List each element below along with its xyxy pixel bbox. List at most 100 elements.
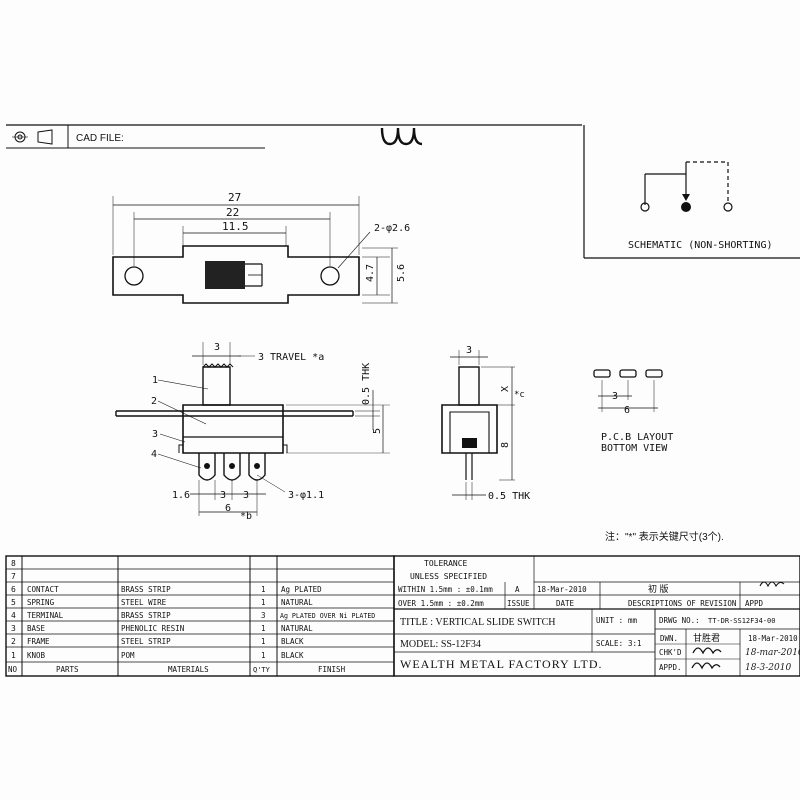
- revision-issue: A: [515, 585, 520, 594]
- scale-label: SCALE:: [596, 639, 623, 648]
- date-label: DATE: [556, 599, 575, 608]
- dim-22: 22: [226, 206, 239, 219]
- callout-4: 4: [151, 449, 157, 460]
- bom-material: STEEL STRIP: [121, 637, 171, 646]
- tolerance-over: OVER 1.5mm : ±0.2mm: [398, 599, 484, 608]
- pcb-dim-3: 3: [612, 391, 618, 402]
- appd-label: APPD: [745, 599, 764, 608]
- bom-finish: BLACK: [281, 637, 304, 646]
- issue-label: ISSUE: [507, 599, 530, 608]
- pcb-layout: 3 6 P.C.B LAYOUT BOTTOM VIEW: [593, 369, 673, 454]
- appd-date: 18-3-2010: [745, 663, 791, 673]
- bom-part: KNOB: [27, 651, 46, 660]
- revision-date: 18-Mar-2010: [537, 585, 587, 594]
- drwg-label: DRWG NO.:: [659, 616, 700, 625]
- dwn-name: 甘胜君: [693, 632, 720, 643]
- chkd-date: 18-mar-2010: [745, 648, 800, 658]
- bom-material: STEEL WIRE: [121, 598, 167, 607]
- bom-no: 5: [11, 598, 16, 607]
- bom-table: 8 7 6 CONTACT BRASS STRIP 1 Ag PLATED 5 …: [5, 555, 395, 677]
- bom-qty: 1: [261, 624, 266, 633]
- key-dimension-note: 注："*" 表示关键尺寸(3个).: [605, 530, 724, 543]
- bom-no: 3: [11, 624, 16, 633]
- dim-pitch-left: 3: [220, 490, 226, 501]
- revision-description: 初 版: [648, 583, 669, 594]
- dim-span-6: 6: [225, 503, 231, 514]
- appd-block-label: APPD.: [659, 663, 682, 672]
- bom-qty: 1: [261, 637, 266, 646]
- bom-part: BASE: [27, 624, 46, 633]
- bom-no: 2: [11, 637, 16, 646]
- bom-no: 1: [11, 651, 16, 660]
- unit-value: mm: [628, 616, 638, 625]
- scale-value: 3:1: [628, 639, 642, 648]
- dim-pitch-right: 3: [243, 490, 249, 501]
- cad-file-label: CAD FILE:: [76, 133, 124, 144]
- logo-stamp: [380, 127, 423, 146]
- dim-5-6: 5.6: [396, 264, 407, 282]
- bom-part: TERMINAL: [27, 611, 64, 620]
- bom-qty: 1: [261, 651, 266, 660]
- bom-qty: 1: [261, 598, 266, 607]
- bom-no: 7: [11, 572, 16, 581]
- side-view: 1 2 3 4 3 3 TRAVEL *a 0.5 THK 5 1.6 3 3 …: [115, 342, 390, 522]
- chkd-signature: [692, 647, 722, 655]
- bom-header-parts: PARTS: [56, 665, 79, 674]
- end-dim-key-c: *c: [514, 390, 525, 400]
- dim-11-5: 11.5: [222, 220, 249, 233]
- dim-4-7: 4.7: [365, 264, 376, 282]
- header: CAD FILE:: [6, 124, 800, 259]
- drwg-number: TT-DR-SS12F34-00: [708, 617, 775, 625]
- bom-no: 4: [11, 611, 16, 620]
- pcb-bottom-view-label: BOTTOM VIEW: [601, 443, 668, 454]
- schematic: SCHEMATIC (NON-SHORTING): [628, 161, 773, 251]
- tolerance-within: WITHIN 1.5mm : ±0.1mm: [398, 585, 493, 594]
- bom-no: 6: [11, 585, 16, 594]
- end-dim-3: 3: [466, 345, 472, 356]
- bom-material: POM: [121, 651, 135, 660]
- bom-material: PHENOLIC RESIN: [121, 624, 184, 633]
- chkd-label: CHK'D: [659, 648, 682, 657]
- bom-qty: 3: [261, 611, 266, 620]
- bom-header-materials: MATERIALS: [168, 665, 209, 674]
- end-dim-x: X: [500, 386, 511, 392]
- title-block: TOLERANCE UNLESS SPECIFIED WITHIN 1.5mm …: [393, 555, 800, 677]
- dim-pin-dia: 3-φ1.1: [288, 490, 324, 501]
- bom-part: FRAME: [27, 637, 50, 646]
- tolerance-title: TOLERANCE: [424, 559, 468, 568]
- schematic-label: SCHEMATIC (NON-SHORTING): [628, 240, 773, 251]
- dim-height-5: 5: [372, 428, 383, 434]
- bom-material: BRASS STRIP: [121, 611, 171, 620]
- bom-finish: NATURAL: [281, 598, 313, 607]
- descriptions-label: DESCRIPTIONS OF REVISION: [628, 599, 736, 608]
- bom-qty: 1: [261, 585, 266, 594]
- bom-part: CONTACT: [27, 585, 59, 594]
- dim-knob-width: 3: [214, 342, 220, 353]
- dim-frame-thk: 0.5 THK: [361, 363, 372, 405]
- pcb-dim-6: 6: [624, 405, 630, 416]
- drawing-title: TITLE : VERTICAL SLIDE SWITCH: [400, 617, 556, 628]
- bom-no: 8: [11, 559, 16, 568]
- dim-hole-dia: 2-φ2.6: [374, 223, 410, 234]
- bom-header-qty: Q'TY: [253, 666, 271, 674]
- dim-travel: 3 TRAVEL *a: [258, 352, 324, 363]
- bom-header-no: NO: [8, 665, 18, 674]
- callout-3: 3: [152, 429, 158, 440]
- callout-1: 1: [152, 375, 158, 386]
- dwn-label: DWN.: [660, 634, 678, 643]
- model-number: MODEL: SS-12F34: [400, 639, 481, 650]
- pcb-label: P.C.B LAYOUT: [601, 432, 673, 443]
- end-view: 3 X *c 8 0.5 THK: [441, 345, 530, 502]
- end-dim-thk: 0.5 THK: [488, 491, 530, 502]
- bom-material: BRASS STRIP: [121, 585, 171, 594]
- revision-signature: [759, 581, 785, 588]
- end-dim-8: 8: [500, 442, 511, 448]
- dim-span-key: *b: [240, 511, 252, 522]
- callout-2: 2: [151, 396, 157, 407]
- tolerance-subtitle: UNLESS SPECIFIED: [410, 572, 487, 581]
- bom-finish: NATURAL: [281, 624, 313, 633]
- top-view: 27 22 11.5 2-φ2.6 4.7 5.6: [112, 191, 410, 304]
- bom-finish: BLACK: [281, 651, 304, 660]
- projection-symbol-icon: [12, 129, 53, 145]
